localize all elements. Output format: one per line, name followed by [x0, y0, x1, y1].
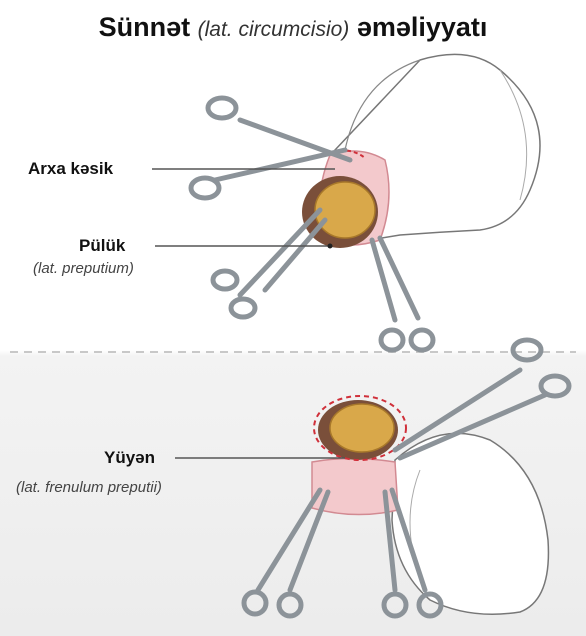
label-frenulum-latin: (lat. frenulum preputii)	[16, 479, 162, 496]
label-incision: Arxa kəsik	[28, 159, 113, 179]
label-foreskin-latin: (lat. preputium)	[33, 260, 134, 277]
top-figure	[152, 54, 540, 350]
shaft-outline-bottom	[392, 433, 548, 614]
label-foreskin: Pülük	[79, 236, 125, 256]
clamp-left	[213, 210, 325, 317]
label-frenulum: Yüyən	[104, 448, 155, 468]
clamp-right	[372, 238, 433, 350]
bottom-figure	[175, 340, 569, 616]
glans-shape-bottom	[330, 404, 394, 452]
glans-shape	[315, 182, 375, 238]
